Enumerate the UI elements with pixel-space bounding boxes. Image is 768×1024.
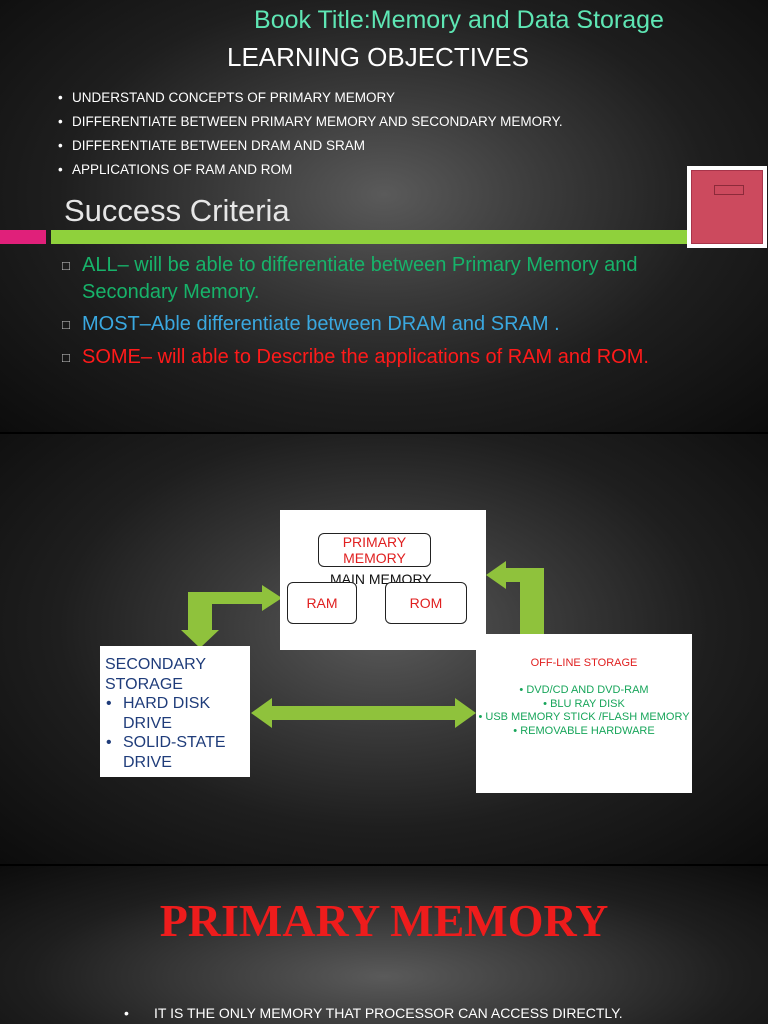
criterion-most: □MOST–Able differentiate between DRAM an… (62, 311, 560, 339)
bullet-icon: • (58, 138, 63, 153)
slide-memory-diagram: PRIMARY MEMORY MAIN MEMORY RAM ROM SECON… (0, 434, 768, 864)
list-item: USB MEMORY STICK /FLASH MEMORY (476, 711, 692, 725)
success-criteria-heading: Success Criteria (64, 193, 290, 228)
square-bullet-icon: □ (62, 350, 70, 365)
bullet-icon: • (58, 90, 63, 105)
arrow-secondary-offline (251, 698, 476, 728)
secondary-storage-title: SECONDARY STORAGE (105, 656, 206, 693)
criterion-all: □ALL– will be able to differentiate betw… (62, 254, 638, 303)
rom-box: ROM (385, 582, 467, 624)
list-item: REMOVABLE HARDWARE (476, 725, 692, 739)
ram-box: RAM (287, 582, 357, 624)
list-item: BLU RAY DISK (476, 698, 692, 712)
bullet-icon: • (58, 114, 63, 129)
book-title: Book Title:Memory and Data Storage (254, 6, 664, 34)
pink-accent-bar (0, 230, 46, 244)
primary-memory-box: PRIMARY MEMORY MAIN MEMORY RAM ROM (280, 510, 486, 650)
square-bullet-icon: □ (62, 258, 70, 273)
list-item: HARD DISK DRIVE (105, 694, 250, 733)
bullet-icon: • (58, 162, 63, 177)
secondary-storage-list: HARD DISK DRIVE SOLID-STATE DRIVE (105, 694, 250, 772)
offline-storage-box: OFF-LINE STORAGE DVD/CD AND DVD-RAM BLU … (476, 634, 692, 793)
offline-storage-title: OFF-LINE STORAGE (530, 657, 638, 669)
primary-memory-label: PRIMARY MEMORY (318, 533, 431, 567)
notebook-icon (687, 166, 767, 248)
list-item: •APPLICATIONS OF RAM AND ROM (58, 162, 293, 177)
criterion-some: □SOME– will able to Describe the applica… (62, 344, 742, 372)
bullet-icon: • (124, 1005, 129, 1021)
primary-memory-title: PRIMARY MEMORY (159, 895, 609, 946)
list-item: DVD/CD AND DVD-RAM (476, 684, 692, 698)
secondary-storage-box: SECONDARY STORAGE HARD DISK DRIVE SOLID-… (100, 646, 250, 777)
notebook-cover (691, 170, 763, 244)
learning-objectives-heading: LEARNING OBJECTIVES (227, 42, 529, 72)
notebook-label (714, 185, 744, 195)
list-item: •UNDERSTAND CONCEPTS OF PRIMARY MEMORY (58, 90, 396, 105)
list-item: •DIFFERENTIATE BETWEEN PRIMARY MEMORY AN… (58, 114, 563, 129)
green-accent-bar (51, 230, 691, 244)
slide-learning-objectives: Book Title:Memory and Data Storage LEARN… (0, 0, 768, 432)
arrow-primary-to-secondary (181, 585, 282, 648)
objectives-list: •UNDERSTAND CONCEPTS OF PRIMARY MEMORY •… (58, 90, 563, 186)
slide-primary-memory: PRIMARY MEMORY •IT IS THE ONLY MEMORY TH… (0, 866, 768, 1024)
offline-storage-list: DVD/CD AND DVD-RAM BLU RAY DISK USB MEMO… (476, 684, 692, 738)
list-item: •DIFFERENTIATE BETWEEN DRAM AND SRAM (58, 138, 366, 153)
list-item: SOLID-STATE DRIVE (105, 733, 250, 772)
square-bullet-icon: □ (62, 317, 70, 332)
primary-memory-bullet: •IT IS THE ONLY MEMORY THAT PROCESSOR CA… (124, 1005, 623, 1021)
